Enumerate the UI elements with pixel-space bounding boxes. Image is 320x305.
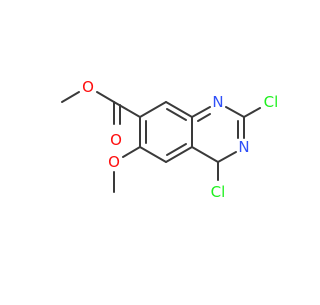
atom-c2-chlorine: Cl: [264, 93, 279, 111]
bond-methyl-ester-o: [61, 91, 80, 103]
bond-c2-cl: [243, 107, 261, 118]
bond-c7-c8: [139, 101, 167, 118]
bonds: [61, 91, 261, 193]
bond-c5-c6: [139, 146, 167, 163]
bond-ester-o-carbonyl-c: [96, 91, 115, 103]
atom-c4-chlorine: Cl: [211, 183, 226, 201]
bond-c4a-c5-inner: [166, 143, 187, 156]
bond-n3-c4: [217, 151, 237, 163]
structure-canvas: O O O N N Cl Cl: [61, 78, 278, 201]
atom-ester-oxygen: O: [82, 78, 94, 96]
bond-c6-methoxy-o: [122, 146, 141, 158]
molecule-diagram: O O O N N Cl Cl: [61, 78, 278, 201]
bond-c8-c8a: [165, 101, 193, 118]
bond-carbonyl-c-ring: [113, 101, 141, 118]
atom-methoxy-oxygen: O: [108, 153, 120, 171]
bond-c8a-n1-inner: [197, 113, 211, 122]
atom-n1-nitrogen: N: [212, 93, 223, 111]
bond-c4a-c5: [165, 146, 193, 163]
atom-n3-nitrogen: N: [238, 138, 249, 156]
atom-carbonyl-oxygen: O: [110, 131, 122, 149]
bond-c8-c8a-inner: [166, 108, 187, 121]
bond-c8a-n1: [191, 106, 211, 118]
bond-c4-c4a: [191, 146, 219, 163]
atom-labels: O O O N N Cl Cl: [82, 78, 278, 201]
bond-n1-c2: [225, 106, 245, 118]
